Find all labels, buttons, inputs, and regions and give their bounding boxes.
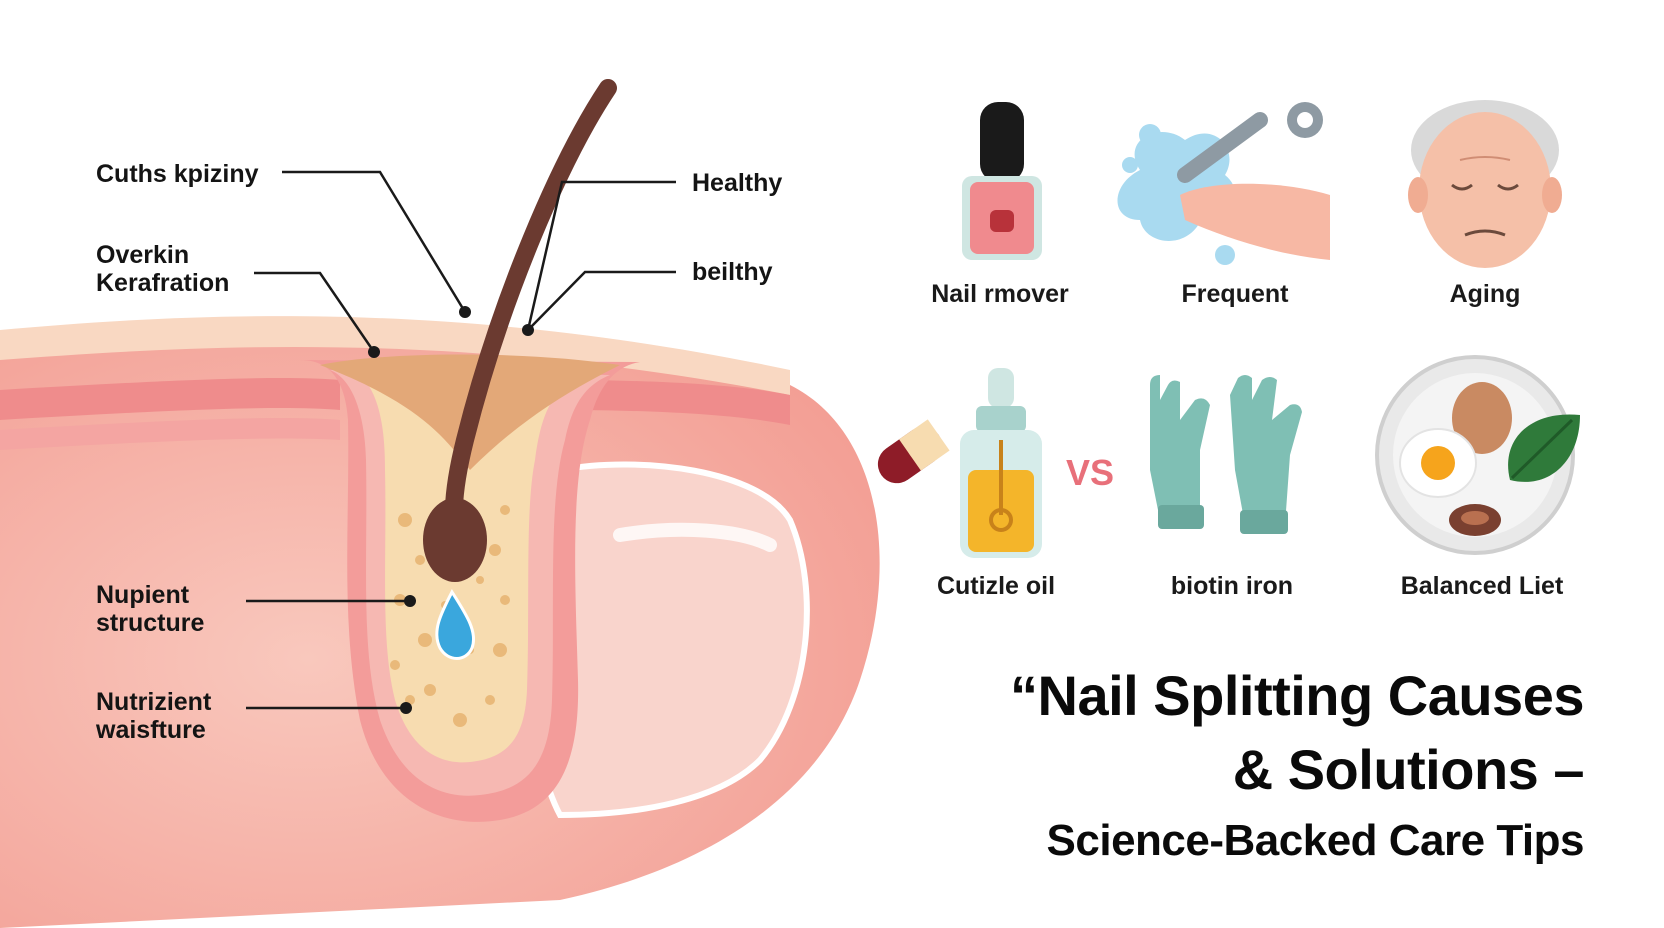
label-biotin-iron: biotin iron — [1170, 572, 1294, 600]
nail-polish-bottle-icon — [962, 102, 1042, 260]
epidermis-top — [0, 316, 790, 395]
callout-beilthy: beilthy — [692, 258, 773, 286]
label-cuticle-oil: Cutizle oil — [936, 572, 1056, 600]
hair-bulb — [423, 498, 487, 582]
title-line-2: & Solutions – — [1232, 738, 1585, 801]
nail-highlight — [613, 522, 777, 552]
callout-nupient: Nupient structure — [96, 581, 205, 637]
title-line-3: Science-Backed Care Tips — [1046, 816, 1585, 865]
label-frequent: Frequent — [1181, 280, 1289, 308]
cuticle-band-2 — [0, 418, 340, 450]
gloves-icon — [1150, 375, 1302, 534]
callout-lines — [246, 170, 676, 710]
cuticle-band-1 — [0, 378, 340, 420]
vs-label: VS — [1066, 452, 1115, 493]
callout-dots — [368, 306, 534, 714]
food-plate-icon — [1375, 355, 1580, 555]
title-line-1: “Nail Splitting Causes — [1010, 664, 1585, 727]
pill-icon — [877, 419, 950, 484]
cuticle-band-3 — [560, 380, 790, 425]
callout-nutrizient: Nutrizient waisfture — [96, 688, 212, 744]
label-nail-remover: Nail rmover — [931, 280, 1069, 308]
callout-overkin: Overkin Kerafration — [96, 241, 230, 297]
callout-cuticle: Cuths kpiziny — [96, 160, 259, 188]
label-aging: Aging — [1449, 280, 1521, 308]
water-drop-icon — [435, 589, 476, 660]
callout-healthy: Healthy — [692, 169, 783, 197]
hand-washing-tool-icon — [1117, 102, 1330, 265]
oil-dropper-bottle-icon — [960, 368, 1042, 558]
label-balanced-diet: Balanced Liet — [1400, 572, 1564, 600]
hair-shaft — [444, 79, 617, 539]
elderly-face-icon — [1408, 100, 1562, 268]
